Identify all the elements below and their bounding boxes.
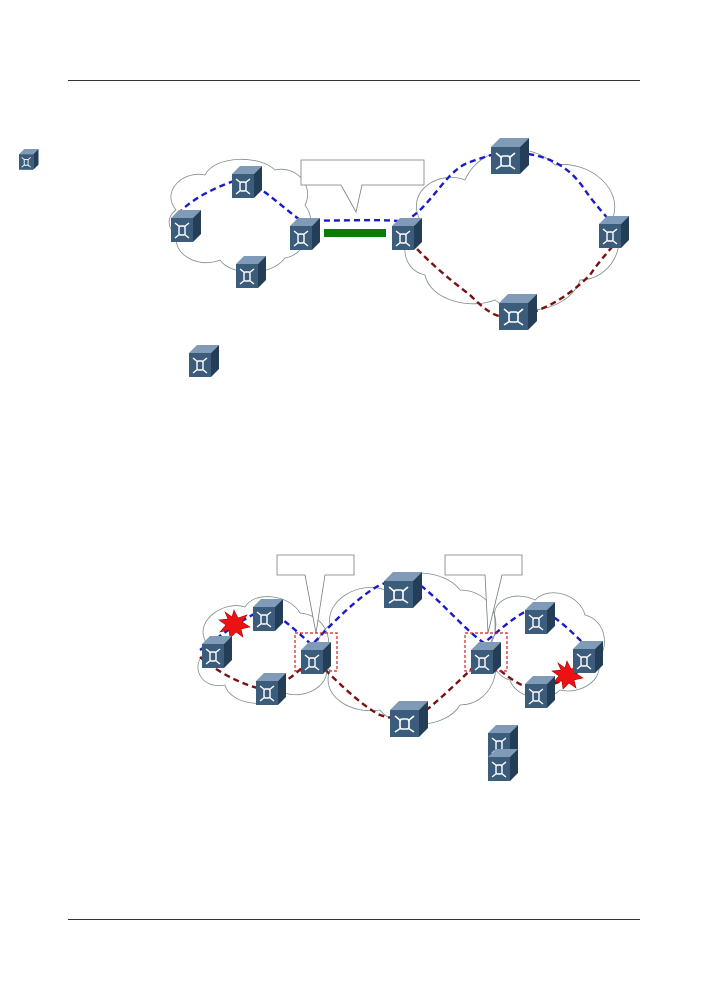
header-rule — [68, 80, 640, 81]
switch-left-gateway — [300, 641, 332, 675]
switch-center-bottom — [389, 700, 429, 738]
switch-right-east — [572, 640, 604, 674]
switch-right-east — [598, 215, 630, 249]
switch-right-gateway — [470, 641, 502, 675]
fault-burst-icon — [218, 609, 251, 639]
switch-center-top — [383, 571, 423, 609]
switch-left-bottom — [255, 672, 287, 706]
switch-right-bottom — [524, 675, 556, 709]
switch-left-top — [252, 598, 284, 632]
switch-left-west — [201, 635, 233, 669]
figure-2-canvas — [197, 554, 605, 782]
footer-rule — [68, 919, 640, 920]
switch-right-bottom — [498, 293, 538, 331]
legend-2-icon — [487, 748, 519, 782]
right-cloud — [404, 148, 620, 311]
switch-left-west — [170, 209, 202, 243]
switch-right-top — [524, 601, 556, 635]
switch-left-east — [289, 217, 321, 251]
callout-right — [444, 554, 523, 634]
switch-right-top — [490, 137, 530, 175]
legend-1-icon — [18, 148, 39, 171]
figure-1-canvas — [18, 137, 630, 378]
inter-ring-link — [324, 229, 386, 237]
callout-box — [300, 159, 425, 214]
figure-2-ring-topology — [0, 545, 707, 782]
switch-left-bottom — [235, 255, 267, 289]
figure-1-ring-topology — [0, 130, 707, 380]
legend-2-icon — [188, 344, 220, 378]
callout-left — [276, 554, 355, 634]
switch-right-west — [391, 217, 423, 251]
switch-left-top — [231, 165, 263, 199]
